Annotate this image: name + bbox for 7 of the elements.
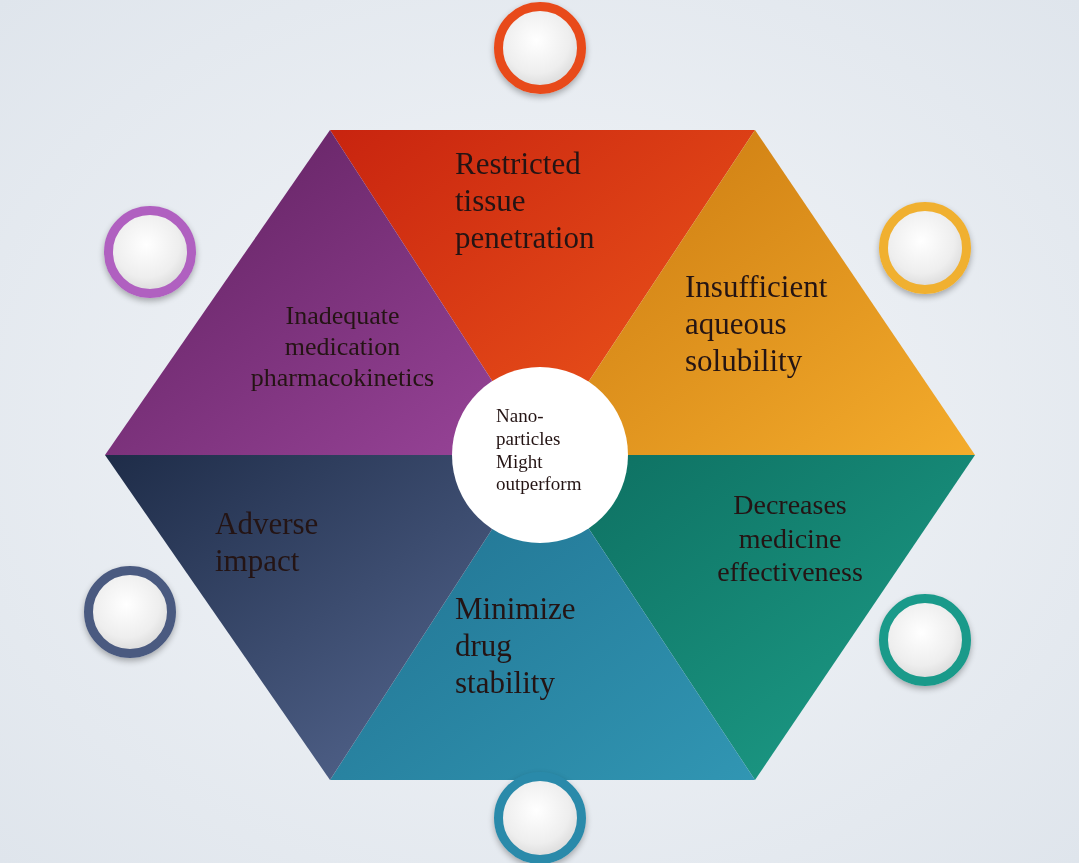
segment-label: Decreases medicine effectiveness — [716, 488, 864, 589]
center-label: Nano- particles Might outperform — [496, 405, 583, 497]
segment-label: Minimize drug stability — [455, 590, 577, 702]
segment-label: Restricted tissue penetration — [455, 145, 596, 257]
segment-label: Insufficient aqueous solubility — [685, 268, 829, 380]
segment-label: Adverse impact — [215, 505, 320, 580]
segment-label: Inadequate medication pharmacokinetics — [249, 300, 436, 394]
